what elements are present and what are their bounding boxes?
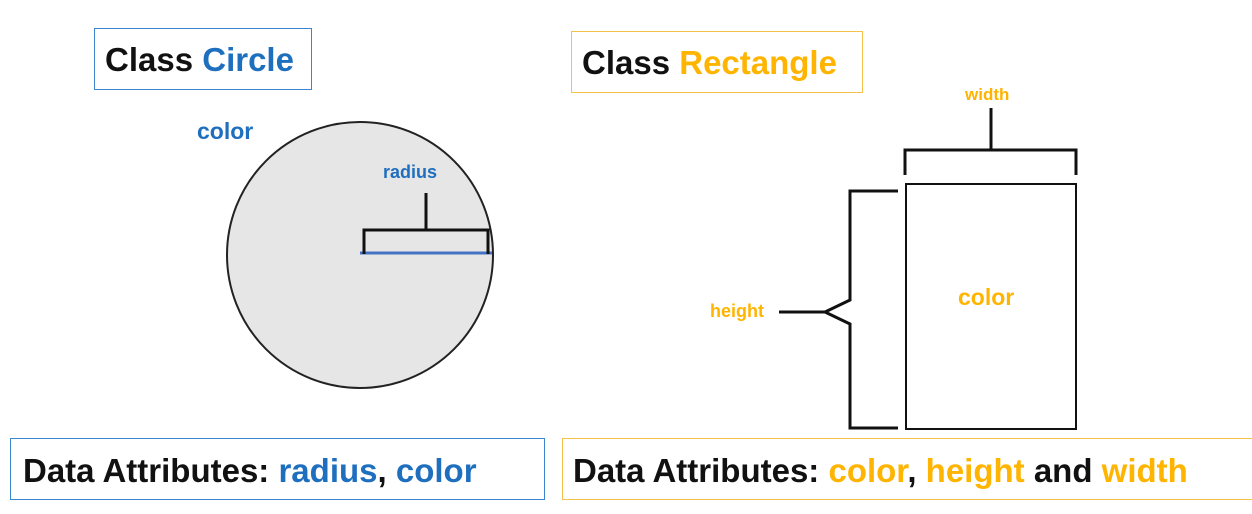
circle-color-label: color <box>197 118 254 144</box>
circle-shape <box>226 121 494 389</box>
rectangle-title-name: Rectangle <box>679 44 837 81</box>
radius-label: radius <box>383 162 438 182</box>
circle-attr-radius: radius <box>278 452 378 489</box>
rectangle-attr-separator: , <box>907 452 917 489</box>
height-label: height <box>710 301 764 321</box>
height-brace <box>821 189 898 430</box>
rectangle-class-title: Class Rectangle <box>571 31 863 93</box>
radius-brace <box>362 193 490 254</box>
rectangle-attr-height: height <box>925 452 1025 489</box>
rectangle-data-attributes: Data Attributes: color, height and width <box>562 438 1252 500</box>
width-brace <box>903 108 1078 175</box>
circle-attr-color: color <box>395 452 477 489</box>
rectangle-shape <box>905 183 1077 430</box>
rectangle-title-prefix: Class <box>582 44 671 81</box>
rectangle-attr-width: width <box>1101 452 1188 489</box>
rectangle-attributes-prefix: Data Attributes: <box>573 452 820 489</box>
circle-class-title: Class Circle <box>94 28 312 90</box>
circle-title-prefix: Class <box>105 41 194 78</box>
circle-data-attributes: Data Attributes: radius, color <box>10 438 545 500</box>
circle-title-name: Circle <box>202 41 294 78</box>
rectangle-attr-conjunction: and <box>1033 452 1093 489</box>
circle-attr-separator: , <box>377 452 387 489</box>
rectangle-color-label: color <box>958 284 1015 310</box>
circle-attributes-prefix: Data Attributes: <box>23 452 270 489</box>
width-label: width <box>965 85 1010 104</box>
rectangle-attr-color: color <box>828 452 908 489</box>
